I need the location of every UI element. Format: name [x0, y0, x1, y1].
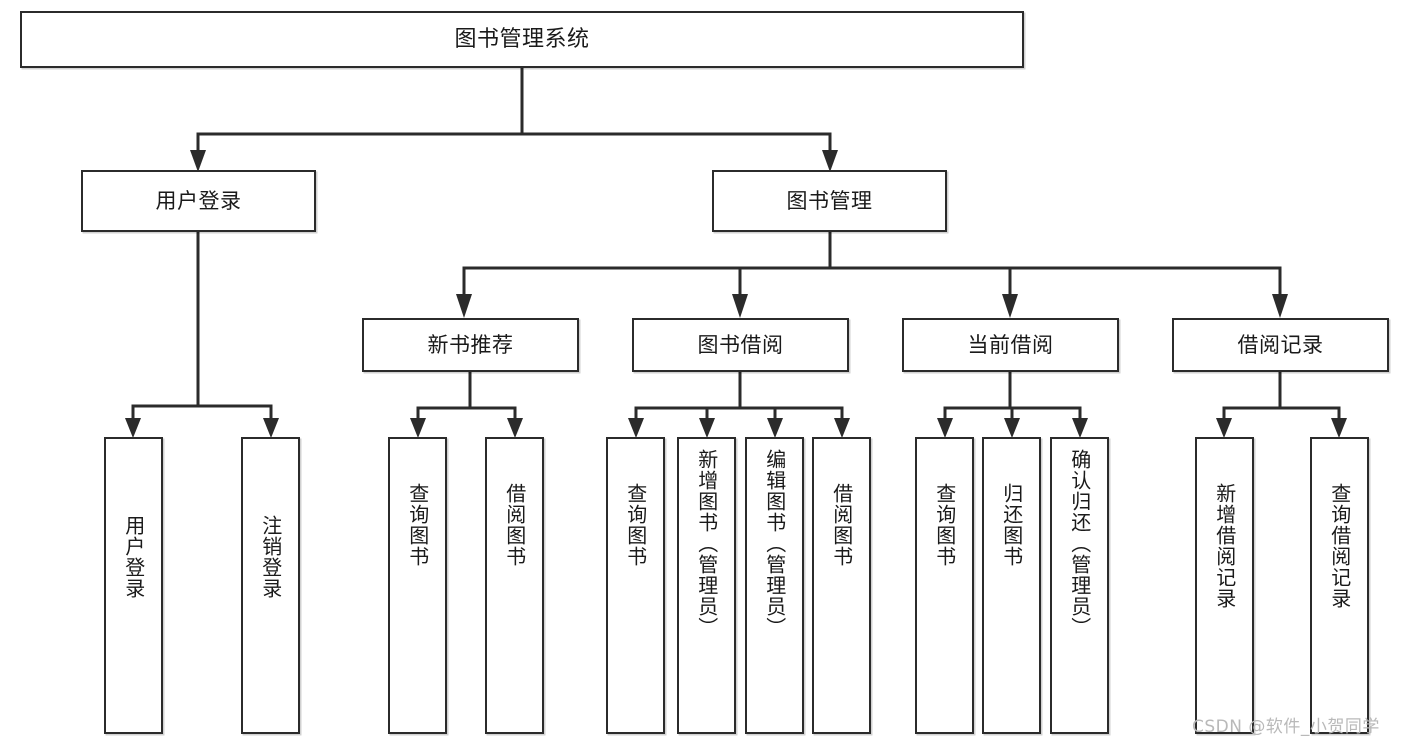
node-new-book-recommend[interactable]: 新书推荐	[362, 318, 579, 372]
node-book-borrow[interactable]: 图书借阅	[632, 318, 849, 372]
leaf-query-book-recommend[interactable]: 查询图书	[388, 437, 447, 734]
leaf-label: 编辑图书（管理员）	[762, 449, 787, 638]
leaf-user-login[interactable]: 用户登录	[104, 437, 163, 734]
leaf-label: 注销登录	[258, 515, 283, 599]
leaf-label: 确认归还（管理员）	[1067, 449, 1092, 638]
node-label: 新书推荐	[427, 332, 514, 357]
leaf-add-book-admin[interactable]: 新增图书（管理员）	[677, 437, 736, 734]
leaf-return-book[interactable]: 归还图书	[982, 437, 1041, 734]
leaf-label: 归还图书	[999, 483, 1024, 567]
leaf-query-borrow-record[interactable]: 查询借阅记录	[1310, 437, 1369, 734]
leaf-label: 查询图书	[623, 483, 648, 567]
watermark-text: CSDN @软件_小贺同学	[1192, 717, 1380, 737]
leaf-add-borrow-record[interactable]: 新增借阅记录	[1195, 437, 1254, 734]
leaf-edit-book-admin[interactable]: 编辑图书（管理员）	[745, 437, 804, 734]
leaf-label: 用户登录	[121, 515, 146, 599]
node-label: 当前借阅	[967, 332, 1054, 357]
leaf-label: 借阅图书	[502, 483, 527, 567]
node-label: 图书借阅	[697, 332, 784, 357]
leaf-label: 新增图书（管理员）	[694, 449, 719, 638]
node-label: 图书管理系统	[454, 26, 590, 52]
leaf-label: 查询图书	[932, 483, 957, 567]
leaf-label: 借阅图书	[829, 483, 854, 567]
node-label: 用户登录	[155, 188, 242, 213]
node-root-book-management-system[interactable]: 图书管理系统	[20, 11, 1024, 68]
leaf-label: 查询图书	[405, 483, 430, 567]
leaf-query-book-current[interactable]: 查询图书	[915, 437, 974, 734]
node-borrow-record[interactable]: 借阅记录	[1172, 318, 1389, 372]
leaf-borrow-book-recommend[interactable]: 借阅图书	[485, 437, 544, 734]
leaf-user-logout[interactable]: 注销登录	[241, 437, 300, 734]
leaf-label: 新增借阅记录	[1212, 483, 1237, 609]
leaf-confirm-return-admin[interactable]: 确认归还（管理员）	[1050, 437, 1109, 734]
node-current-borrow[interactable]: 当前借阅	[902, 318, 1119, 372]
leaf-query-book-borrow[interactable]: 查询图书	[606, 437, 665, 734]
leaf-label: 查询借阅记录	[1327, 483, 1352, 609]
node-label: 图书管理	[786, 188, 873, 213]
node-book-management[interactable]: 图书管理	[712, 170, 947, 232]
node-label: 借阅记录	[1237, 332, 1324, 357]
node-user-login[interactable]: 用户登录	[81, 170, 316, 232]
leaf-borrow-book[interactable]: 借阅图书	[812, 437, 871, 734]
